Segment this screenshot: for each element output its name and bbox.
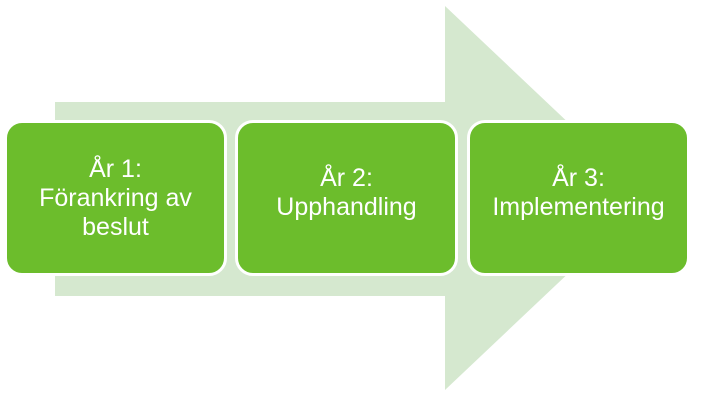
step-1-title: År 1:: [89, 154, 142, 183]
step-1-text: År 1: Förankring av beslut: [15, 155, 216, 242]
step-year-3: År 3: Implementering: [467, 120, 690, 276]
step-2-title: År 2:: [320, 164, 373, 192]
step-3-text: År 3: Implementering: [492, 164, 664, 222]
step-year-1: År 1: Förankring av beslut: [4, 120, 227, 276]
step-2-text: År 2: Upphandling: [276, 164, 416, 222]
step-3-label: Implementering: [492, 193, 665, 221]
step-year-2: År 2: Upphandling: [235, 120, 458, 276]
step-2-label: Upphandling: [276, 193, 417, 221]
step-3-title: År 3:: [552, 164, 605, 192]
step-1-label: Förankring av beslut: [39, 183, 192, 241]
